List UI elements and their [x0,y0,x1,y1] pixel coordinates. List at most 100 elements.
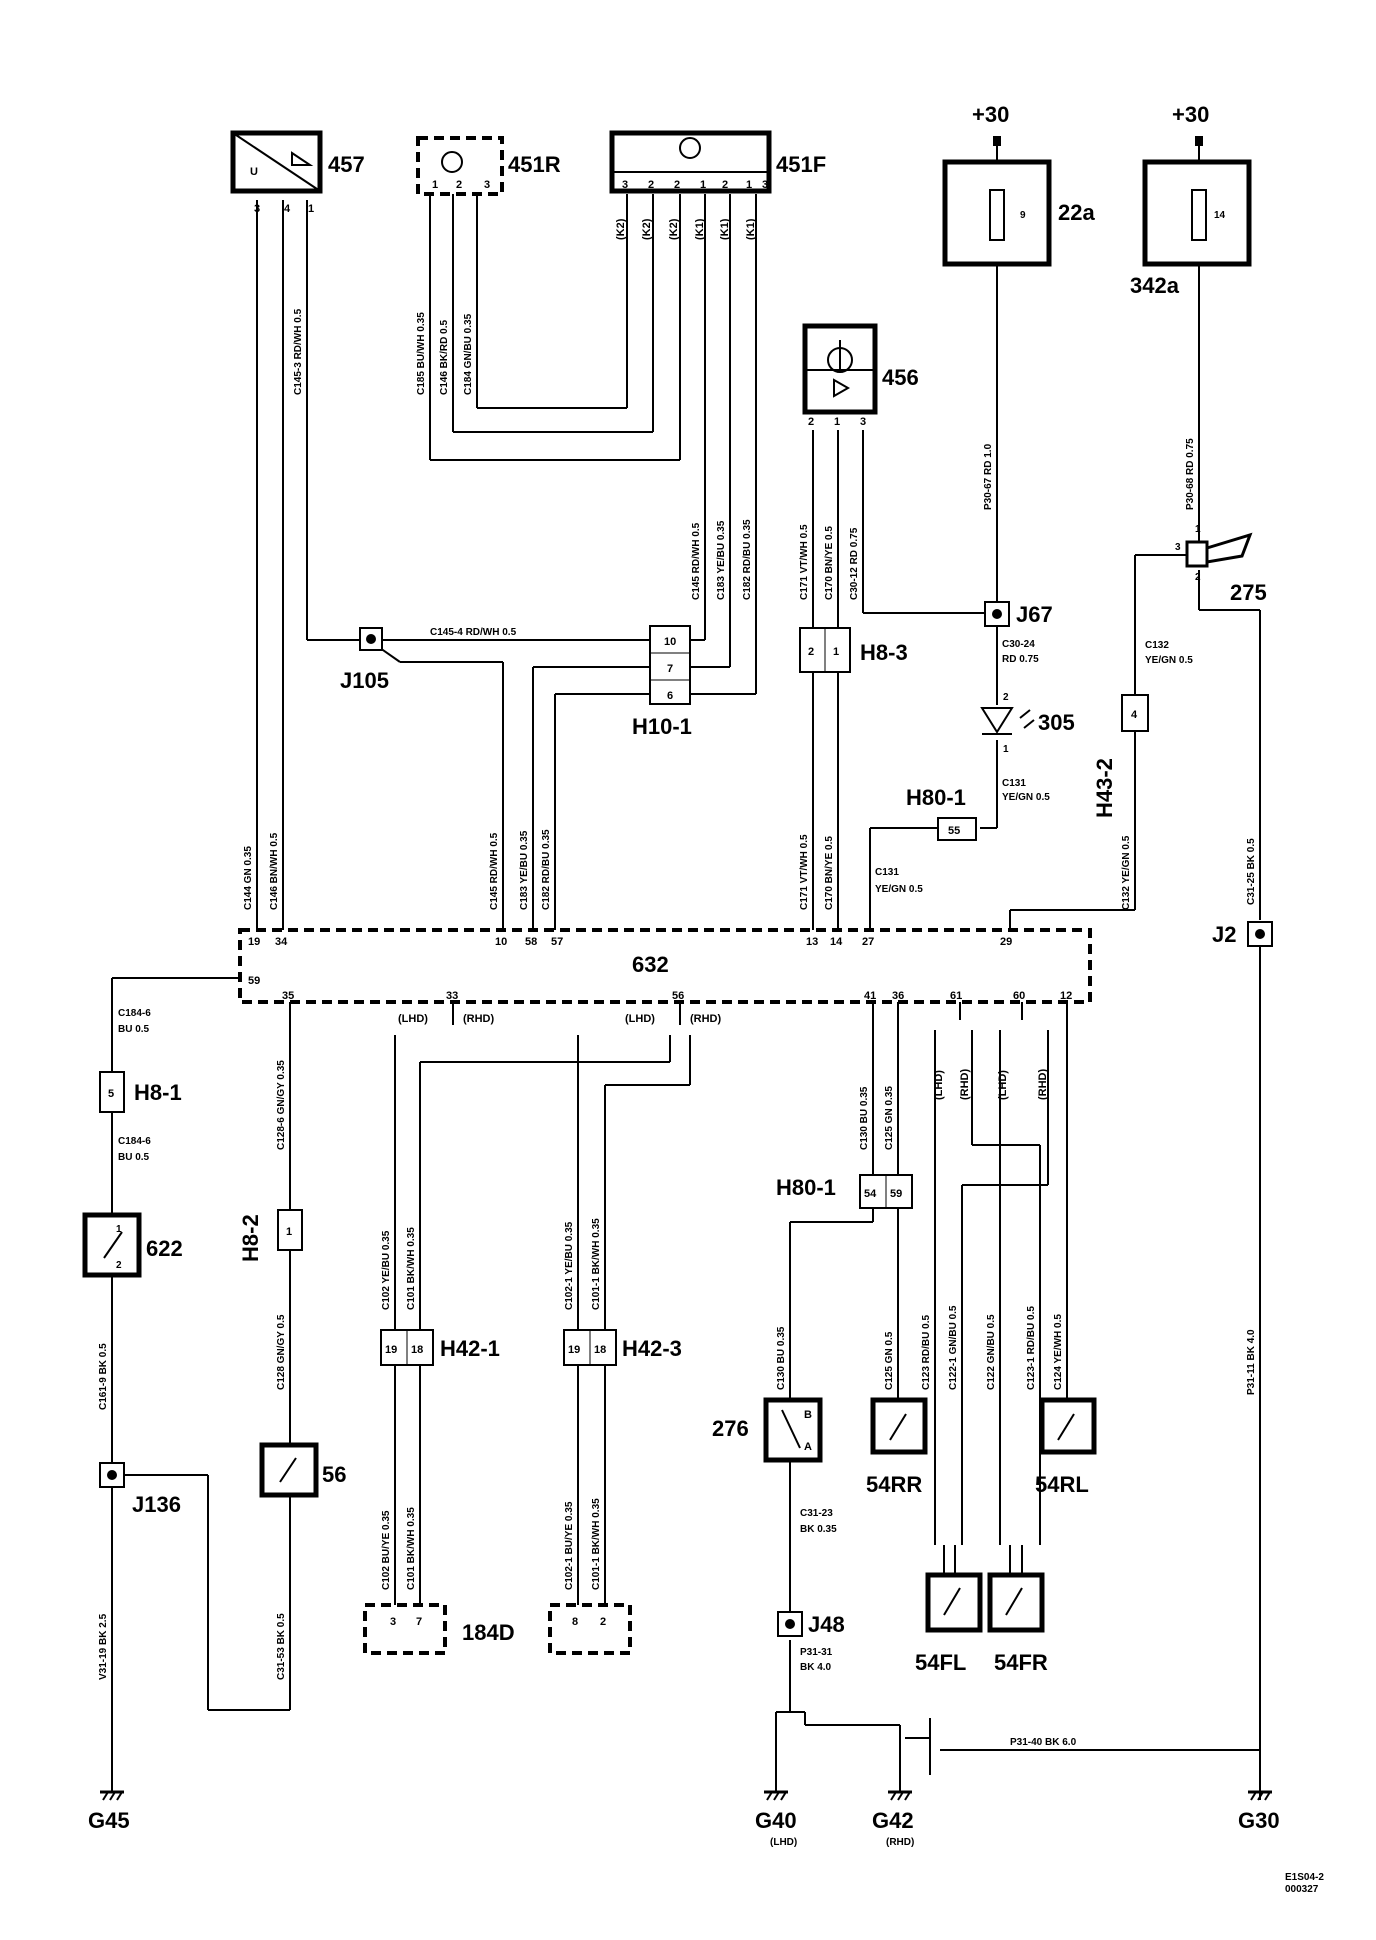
svg-text:H10-1: H10-1 [632,714,692,739]
switch-54RR: 54RR [866,1397,928,1497]
drawing-reference: E1S04-2 000327 [1285,1872,1324,1895]
svg-text:C145 RD/WH 0.5: C145 RD/WH 0.5 [691,522,702,600]
svg-text:10: 10 [495,936,507,948]
svg-text:19: 19 [568,1344,580,1356]
svg-text:P31-40 BK 6.0: P31-40 BK 6.0 [1010,1737,1077,1748]
svg-text:1: 1 [834,416,840,428]
svg-text:2: 2 [808,646,814,658]
svg-text:J105: J105 [340,668,389,693]
connector-H80-1-bottom: 54 59 H80-1 [776,1174,913,1209]
component-451R: 451R 1 2 3 [416,136,561,196]
svg-text:1: 1 [1003,744,1009,755]
svg-text:C130 BU 0.35: C130 BU 0.35 [859,1086,870,1150]
svg-text:C31-23: C31-23 [800,1508,833,1519]
module-632: 632 19 34 10 58 57 13 14 27 29 59 35 33 … [238,928,1092,1004]
switch-276: B A 276 [712,1397,823,1463]
svg-text:H42-1: H42-1 [440,1336,500,1361]
svg-text:H8-1: H8-1 [134,1080,182,1105]
svg-text:C132 YE/GN 0.5: C132 YE/GN 0.5 [1121,835,1132,910]
svg-text:12: 12 [1060,990,1072,1002]
svg-text:275: 275 [1230,580,1267,605]
svg-text:C101-1 BK/WH 0.35: C101-1 BK/WH 0.35 [591,1218,602,1310]
svg-text:C30-12 RD 0.75: C30-12 RD 0.75 [849,527,860,600]
svg-text:2: 2 [674,179,680,191]
diode-305: 2 305 1 [980,692,1075,755]
svg-text:(LHD): (LHD) [398,1013,428,1025]
svg-text:C101-1 BK/WH 0.35: C101-1 BK/WH 0.35 [591,1498,602,1590]
svg-text:54FR: 54FR [994,1650,1048,1675]
connector-J48: J48 [777,1611,845,1637]
label-456: 456 [882,365,919,390]
switch-54FR: 54FR [987,1572,1048,1675]
svg-text:9: 9 [1020,210,1026,221]
svg-text:H8-2: H8-2 [238,1214,263,1262]
svg-text:V31-19 BK 2.5: V31-19 BK 2.5 [98,1613,109,1680]
svg-text:G40: G40 [755,1808,797,1833]
svg-text:H80-1: H80-1 [906,785,966,810]
svg-text:1: 1 [700,179,706,191]
switch-56: 56 [259,1442,346,1498]
switch-54FL: 54FL [915,1572,983,1675]
svg-text:C184 GN/BU 0.35: C184 GN/BU 0.35 [463,313,474,395]
svg-text:C171 VT/WH 0.5: C171 VT/WH 0.5 [799,834,810,910]
svg-text:1: 1 [833,646,839,658]
svg-text:(LHD): (LHD) [933,1070,945,1100]
svg-text:35: 35 [282,990,294,1002]
svg-text:(K2): (K2) [668,218,680,240]
svg-text:C122 GN/BU 0.5: C122 GN/BU 0.5 [986,1314,997,1390]
svg-text:36: 36 [892,990,904,1002]
svg-text:2: 2 [600,1616,606,1628]
svg-text:2: 2 [116,1260,122,1271]
svg-text:C102-1 YE/BU 0.35: C102-1 YE/BU 0.35 [564,1221,575,1310]
connector-J136: J136 [99,1462,181,1517]
svg-text:54FL: 54FL [915,1650,966,1675]
svg-text:3: 3 [860,416,866,428]
svg-text:3: 3 [484,179,490,191]
svg-text:54: 54 [864,1188,877,1200]
component-456: 456 2 1 3 [802,323,919,428]
fuse-22a: +30 9 22a [942,102,1095,267]
svg-text:C31-25 BK 0.5: C31-25 BK 0.5 [1246,838,1257,905]
connector-H80-1-top: 55 H80-1 [906,785,977,841]
svg-text:1: 1 [746,179,752,191]
svg-text:G30: G30 [1238,1808,1280,1833]
relay-labels-451F: (K2) (K2) (K2) (K1) (K1) (K1) [615,218,757,240]
svg-text:18: 18 [594,1344,606,1356]
svg-text:J67: J67 [1016,602,1053,627]
svg-text:C125 GN 0.35: C125 GN 0.35 [884,1086,895,1150]
svg-text:RD 0.75: RD 0.75 [1002,654,1039,665]
svg-text:5: 5 [108,1088,114,1100]
svg-text:(K1): (K1) [745,218,757,240]
svg-text:19: 19 [248,936,260,948]
svg-text:10: 10 [664,636,676,648]
svg-text:B: B [804,1409,812,1421]
svg-text:C31-53 BK 0.5: C31-53 BK 0.5 [276,1613,287,1680]
svg-text:J136: J136 [132,1492,181,1517]
svg-text:C146 BK/RD 0.5: C146 BK/RD 0.5 [439,320,450,395]
ground-G42: G42 (RHD) [872,1790,914,1848]
label-22a: 22a [1058,200,1095,225]
svg-text:C131: C131 [1002,778,1026,789]
svg-text:C170 BN/YE 0.5: C170 BN/YE 0.5 [824,526,835,600]
svg-text:58: 58 [525,936,537,948]
svg-text:E1S04-2: E1S04-2 [1285,1872,1324,1883]
fuse-342a: +30 14 342a [1130,102,1252,298]
svg-text:2: 2 [648,179,654,191]
svg-text:H80-1: H80-1 [776,1175,836,1200]
svg-text:19: 19 [385,1344,397,1356]
svg-text:3: 3 [622,179,628,191]
svg-text:18: 18 [411,1344,423,1356]
component-457: U 457 3 4 1 [230,130,365,215]
svg-text:C171 VT/WH 0.5: C171 VT/WH 0.5 [799,524,810,600]
svg-text:(LHD): (LHD) [997,1070,1009,1100]
label-451F: 451F [776,152,826,177]
svg-text:J2: J2 [1212,922,1236,947]
connector-J67: J67 [984,601,1053,627]
wire-labels-bottom: C184-6 BU 0.5 C184-6 BU 0.5 C128-6 GN/GY… [98,1008,1257,1748]
wires-bottom [111,977,1261,1792]
svg-text:P31-31: P31-31 [800,1647,833,1658]
wires-top [256,194,1261,1800]
svg-text:C123 RD/BU 0.5: C123 RD/BU 0.5 [921,1315,932,1390]
svg-text:H8-3: H8-3 [860,640,908,665]
svg-text:C184-6: C184-6 [118,1008,151,1019]
